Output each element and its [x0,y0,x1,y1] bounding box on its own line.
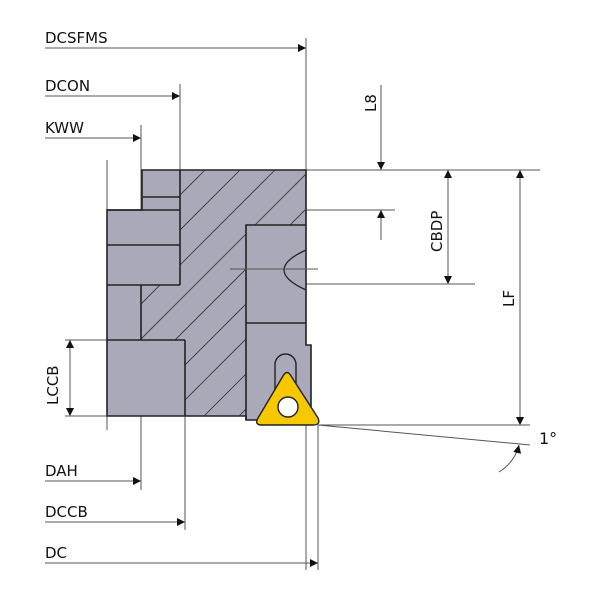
tool-body [106,169,318,421]
label-dccb: DCCB [45,503,88,521]
insert [255,371,320,426]
dimension-kww: KWW [45,119,141,142]
dimension-dah: DAH [45,462,141,485]
label-dah: DAH [45,462,78,480]
dimension-dccb: DCCB [45,503,185,526]
label-cbdp: CBDP [428,211,446,252]
label-lf: LF [500,290,518,307]
label-kww: KWW [45,119,84,137]
dimension-dcsfms: DCSFMS [45,29,306,52]
label-dcsfms: DCSFMS [45,29,108,47]
label-dcon: DCON [45,77,90,95]
dimension-l8: L8 [362,85,385,240]
label-lccb: LCCB [44,365,62,405]
dimension-angle: 1° [498,400,557,473]
dimension-lf: LF [500,170,524,425]
dimension-dc: DC [45,544,318,567]
dimension-lccb: LCCB [44,340,74,416]
dimension-cbdp: CBDP [428,170,452,284]
dimension-dcon: DCON [45,77,180,100]
insert-hole [277,396,299,418]
label-l8: L8 [362,94,380,112]
label-angle: 1° [539,429,557,448]
label-dc: DC [45,544,67,562]
